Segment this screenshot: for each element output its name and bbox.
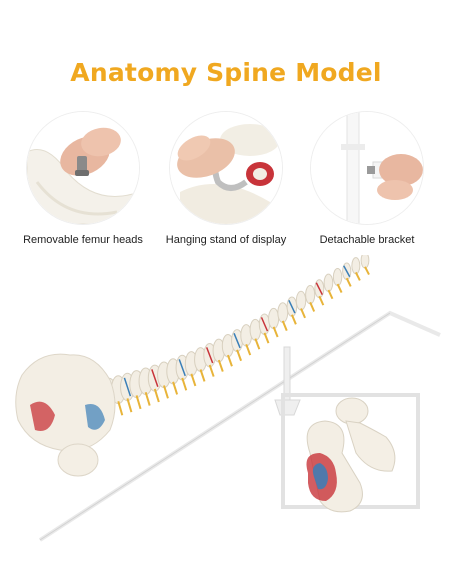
feature-caption: Hanging stand of display [165,234,287,246]
feature-detachable-bracket: Detachable bracket [308,112,426,246]
feature-hanging-stand: Hanging stand of display [166,112,286,246]
feature-caption: Removable femur heads [23,234,143,246]
feature-removable-femur: Removable femur heads [23,112,143,246]
hand-hook-icon [170,112,282,224]
page-title: Anatomy Spine Model [70,58,382,87]
hand-bracket-icon [311,112,423,224]
finger-femur-icon [27,112,139,224]
spine-model-image [0,251,452,584]
feature-caption: Detachable bracket [319,234,415,246]
